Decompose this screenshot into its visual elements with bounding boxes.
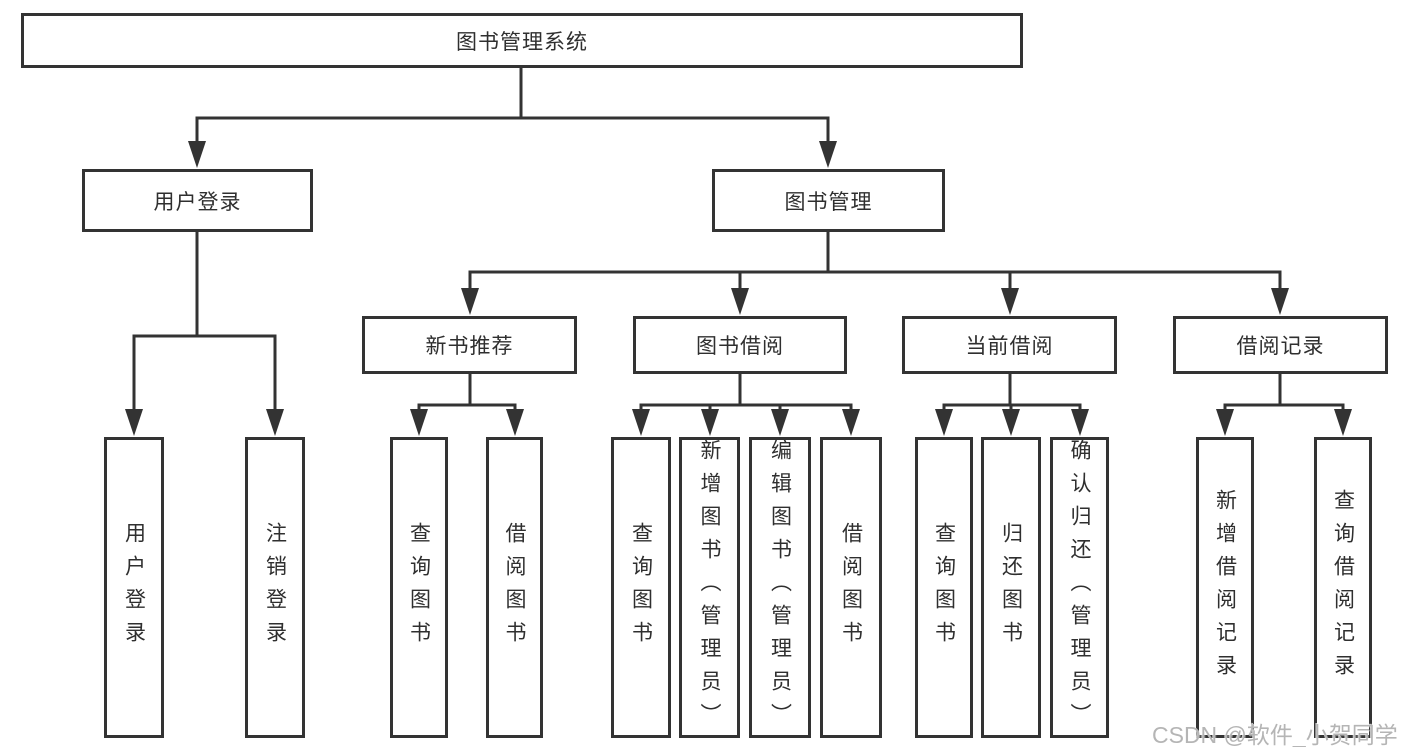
- node-label: 归还图书: [999, 521, 1023, 654]
- node-new-book-recommend: 新书推荐: [362, 316, 577, 374]
- node-label: 借阅图书: [839, 521, 863, 654]
- arrowhead-icons: [125, 141, 1352, 436]
- leaf-current-query-books: 查询图书: [915, 437, 973, 738]
- node-library-system: 图书管理系统: [21, 13, 1023, 68]
- leaf-user-login: 用户登录: [104, 437, 164, 738]
- node-label: 用户登录: [153, 190, 242, 214]
- leaf-borrow-query-books: 查询图书: [611, 437, 671, 738]
- node-label: 注销登录: [263, 521, 287, 654]
- node-book-borrow: 图书借阅: [633, 316, 847, 374]
- node-label: 查询图书: [407, 521, 431, 654]
- node-label: 编辑图书（管理员）: [768, 439, 792, 736]
- leaf-borrow-books: 借阅图书: [820, 437, 882, 738]
- node-label: 查询图书: [932, 521, 956, 654]
- node-label: 当前借阅: [965, 335, 1054, 358]
- node-current-borrow: 当前借阅: [902, 316, 1117, 374]
- node-label: 图书管理: [784, 190, 873, 214]
- leaf-edit-books-admin: 编辑图书（管理员）: [749, 437, 811, 738]
- leaf-add-books-admin: 新增图书（管理员）: [679, 437, 740, 738]
- node-label: 查询图书: [629, 521, 653, 654]
- node-label: 新增图书（管理员）: [698, 439, 721, 736]
- node-user-login: 用户登录: [82, 169, 313, 232]
- node-label: 用户登录: [122, 521, 146, 654]
- leaf-recommend-query-books: 查询图书: [390, 437, 448, 738]
- node-label: 借阅记录: [1236, 335, 1325, 358]
- node-label: 查询借阅记录: [1331, 488, 1355, 687]
- leaf-add-borrow-record: 新增借阅记录: [1196, 437, 1254, 738]
- csdn-watermark: CSDN @软件_小贺同学: [1152, 722, 1398, 747]
- leaf-return-books: 归还图书: [981, 437, 1041, 738]
- leaf-recommend-borrow-books: 借阅图书: [486, 437, 543, 738]
- node-book-management: 图书管理: [712, 169, 945, 232]
- leaf-confirm-return-admin: 确认归还（管理员）: [1050, 437, 1109, 738]
- node-label: 借阅图书: [503, 521, 526, 654]
- node-label: 新增借阅记录: [1213, 488, 1237, 687]
- leaf-query-borrow-record: 查询借阅记录: [1314, 437, 1372, 738]
- node-label: 新书推荐: [425, 335, 514, 358]
- node-label: 图书借阅: [696, 335, 784, 358]
- leaf-logout: 注销登录: [245, 437, 305, 738]
- node-borrow-records: 借阅记录: [1173, 316, 1388, 374]
- node-label: 确认归还（管理员）: [1068, 439, 1091, 736]
- node-label: 图书管理系统: [456, 30, 588, 54]
